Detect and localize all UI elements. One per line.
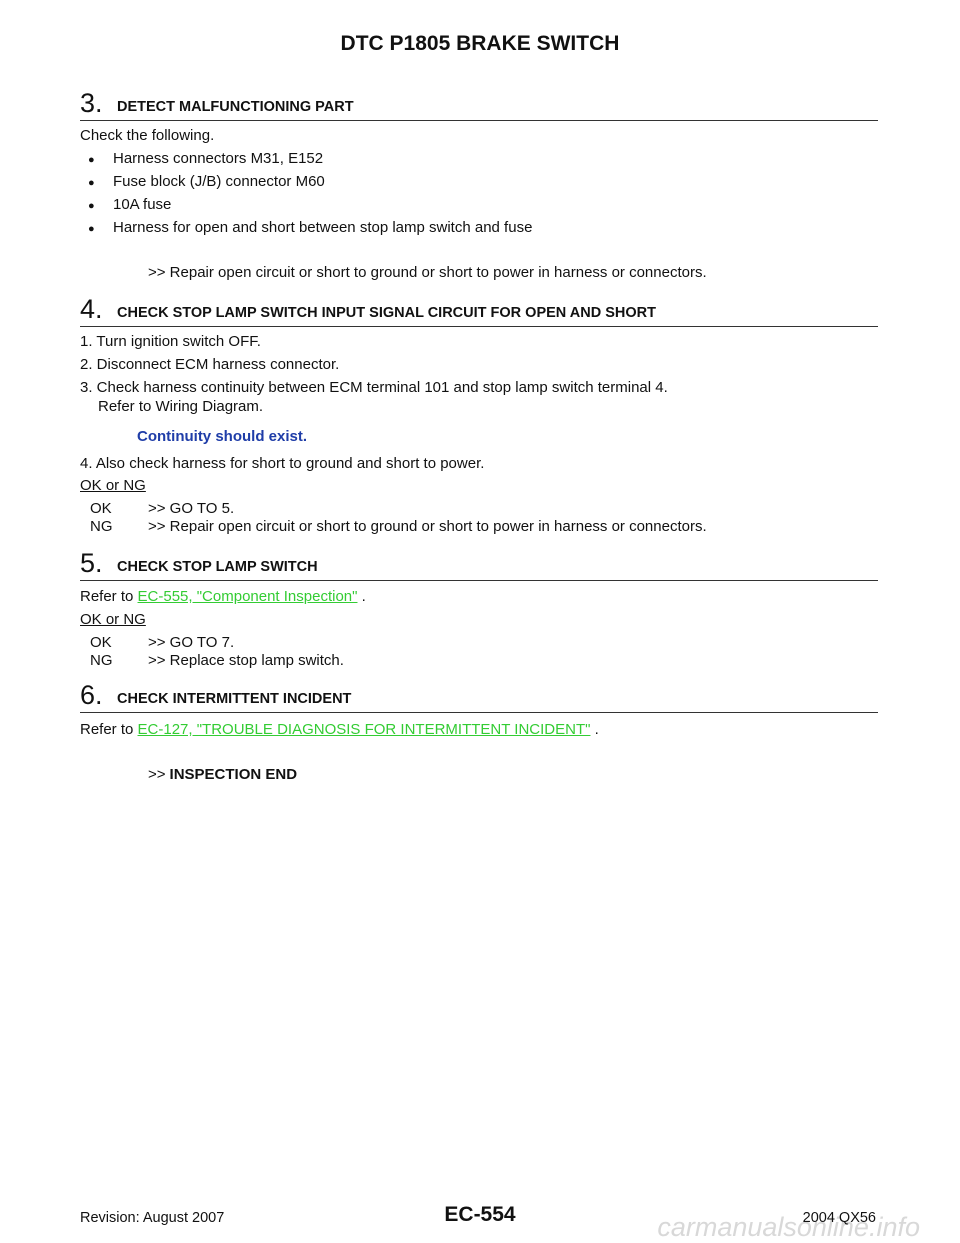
bullet-icon: ● [88,223,95,235]
step-4-item-4: 4. Also check harness for short to groun… [80,455,485,472]
step-4-ng-result: >> Repair open circuit or short to groun… [148,518,707,535]
step-3-result: >> Repair open circuit or short to groun… [148,264,707,281]
watermark: carmanualsonline.info [657,1212,920,1242]
step-5-number: 5. [80,548,103,578]
step-6-title: CHECK INTERMITTENT INCIDENT [117,691,352,707]
page-number: EC-554 [444,1203,516,1226]
result-prefix: >> [148,766,166,783]
page-title: DTC P1805 BRAKE SWITCH [340,32,620,55]
step-3-number: 3. [80,88,103,118]
refer-suffix: . [357,588,366,605]
step-5-refer: Refer to EC-555, "Component Inspection" … [80,588,366,606]
refer-prefix: Refer to [80,721,138,738]
step-4-item-3: 3. Check harness continuity between ECM … [80,379,668,396]
step-4-ok-label: OK [90,500,112,517]
refer-prefix: Refer to [80,588,138,605]
bullet-icon: ● [88,154,95,166]
step-3-header: 3. DETECT MALFUNCTIONING PART [80,88,878,121]
step-5-ok-result: >> GO TO 7. [148,634,235,651]
step-4-spec: Continuity should exist. [137,428,308,445]
inspection-end: INSPECTION END [169,766,298,783]
step-4-number: 4. [80,294,103,324]
bullet-icon: ● [88,177,95,189]
step-4-item-1: 1. Turn ignition switch OFF. [80,333,261,350]
step-5-ok-label: OK [90,634,112,651]
intermittent-incident-link[interactable]: EC-127, "TROUBLE DIAGNOSIS FOR INTERMITT… [137,721,591,738]
step-4-item-2: 2. Disconnect ECM harness connector. [80,356,340,373]
step-4-ok-or-ng: OK or NG [80,477,146,494]
revision-label: Revision: August 2007 [80,1210,225,1226]
step-5-ok-or-ng: OK or NG [80,611,146,628]
step-4-header: 4. CHECK STOP LAMP SWITCH INPUT SIGNAL C… [80,294,878,327]
step-6-result: >>INSPECTION END [148,766,297,784]
step-3-title: DETECT MALFUNCTIONING PART [117,99,354,115]
list-item: 10A fuse [113,196,172,213]
step-5-ng-result: >> Replace stop lamp switch. [148,652,344,669]
step-4-title: CHECK STOP LAMP SWITCH INPUT SIGNAL CIRC… [117,305,656,321]
bullet-icon: ● [88,200,95,212]
list-item: Fuse block (J/B) connector M60 [113,173,325,190]
step-6-refer: Refer to EC-127, "TROUBLE DIAGNOSIS FOR … [80,721,599,739]
step-6-number: 6. [80,680,103,710]
step-4-item-3-ref: Refer to Wiring Diagram. [98,398,264,415]
step-4-ok-result: >> GO TO 5. [148,500,235,517]
list-item: Harness for open and short between stop … [113,219,533,236]
step-5-ng-label: NG [90,652,113,669]
step-4-ng-label: NG [90,518,113,535]
step-3-intro: Check the following. [80,127,215,144]
step-5-header: 5. CHECK STOP LAMP SWITCH [80,548,878,581]
model-label: 2004 QX56 [802,1210,876,1226]
list-item: Harness connectors M31, E152 [113,150,324,167]
step-6-header: 6. CHECK INTERMITTENT INCIDENT [80,680,878,713]
step-5-title: CHECK STOP LAMP SWITCH [117,559,318,575]
component-inspection-link[interactable]: EC-555, "Component Inspection" [137,588,358,605]
refer-suffix: . [590,721,599,738]
